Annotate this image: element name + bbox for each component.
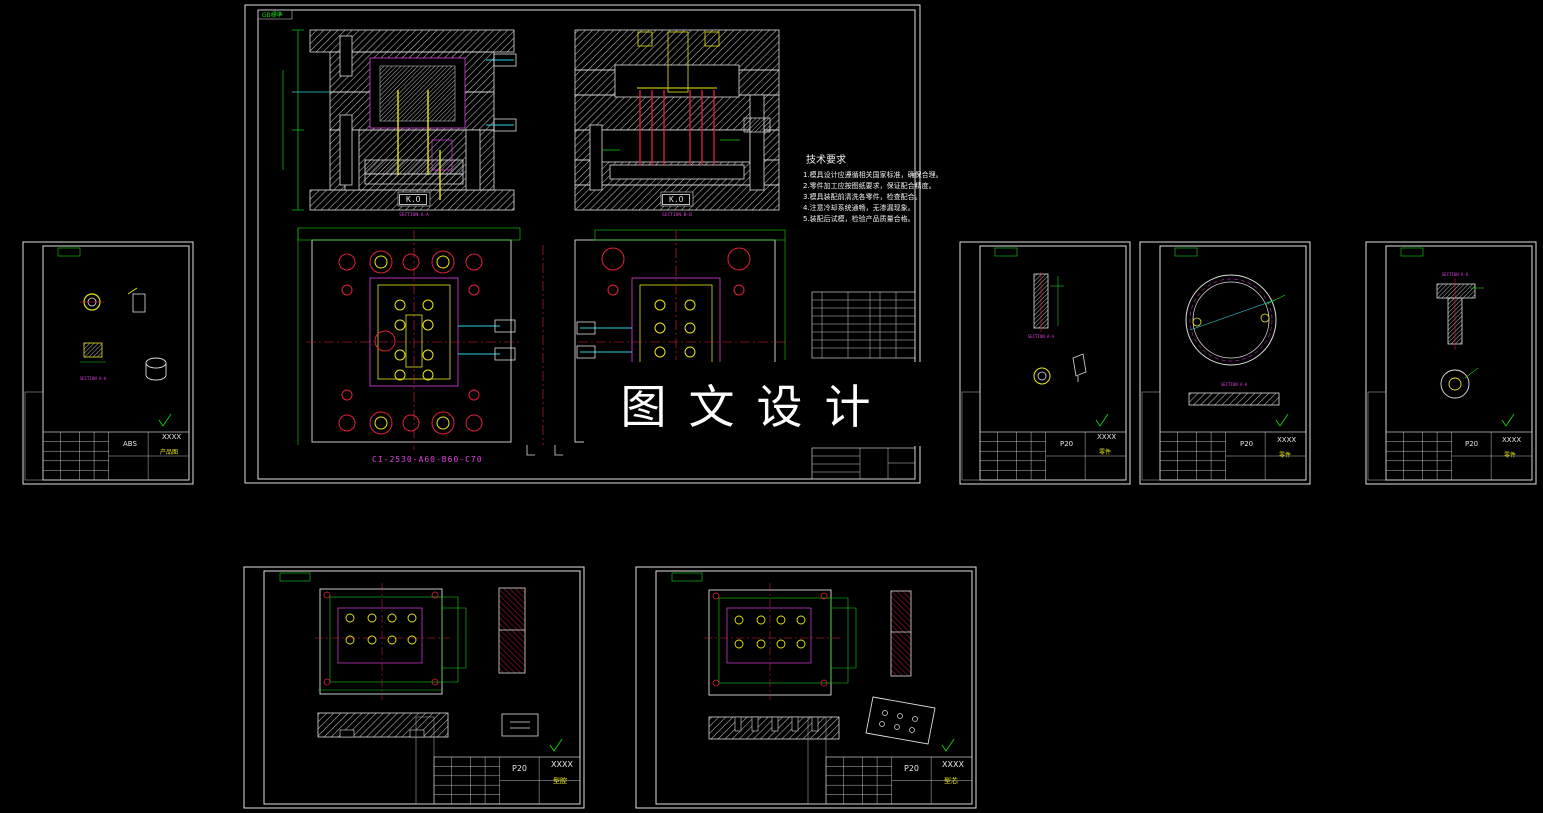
core-title-block — [825, 756, 973, 805]
cavity-title-block — [433, 756, 581, 805]
title-block-grids — [24, 391, 1533, 805]
tech-requirement-2: 2.零件加工应按图纸要求，保证配合精度。 — [803, 182, 936, 190]
product-name: 产品图 — [160, 449, 179, 456]
svg-text:SECTION A-A: SECTION A-A — [1028, 334, 1055, 339]
part-3-material: P20 — [1465, 440, 1479, 448]
part-2-code: XXXX — [1277, 436, 1297, 444]
part-sheet-3: SECTION A-A — [1365, 241, 1537, 485]
part-2-title-block-roughness-symbol — [1275, 413, 1289, 427]
ko-label-right: K.O — [662, 194, 691, 205]
fixed-half-plan-view — [297, 227, 521, 450]
part-3-title-block-roughness-symbol — [1501, 413, 1515, 427]
product-code: XXXX — [162, 433, 182, 441]
cavity-plate-sheet — [243, 566, 585, 809]
cavity-code: XXXX — [551, 760, 573, 769]
main-sheet-tag: GB標準 — [262, 12, 283, 19]
part-2-material: P20 — [1240, 440, 1254, 448]
ko-label-left: K.O — [399, 194, 428, 205]
svg-text:SECTION B-B: SECTION B-B — [662, 212, 692, 218]
section-a-a-view: SECTION A-A — [282, 29, 517, 218]
section-b-b-view: SECTION B-B — [574, 29, 780, 218]
cavity-title-block-roughness-symbol — [549, 738, 563, 752]
core-material: P20 — [904, 764, 920, 773]
tech-requirements-title: 技术要求 — [806, 155, 846, 166]
core-title-block-strip — [807, 716, 827, 805]
product-material: ABS — [123, 440, 137, 448]
part-1-title-block-strip — [961, 391, 981, 481]
product-title-block-strip — [24, 391, 44, 481]
tech-requirement-4: 4.注意冷却系统通畅，无渗漏现象。 — [803, 204, 915, 212]
part-1-code: XXXX — [1097, 433, 1117, 441]
part-sheet-2: SECTION A-A — [1139, 241, 1311, 485]
svg-text:SECTION A-A: SECTION A-A — [1221, 382, 1248, 387]
part-3-code: XXXX — [1502, 436, 1522, 444]
part-1-material: P20 — [1060, 440, 1074, 448]
svg-text:SECTION A-A: SECTION A-A — [80, 376, 107, 381]
watermark-text: 图文设计 — [584, 362, 929, 446]
main-title-block — [811, 447, 916, 480]
core-name: 型芯 — [944, 777, 958, 785]
svg-text:SECTION A-A: SECTION A-A — [399, 212, 429, 218]
svg-text:SECTION A-A: SECTION A-A — [1442, 272, 1469, 277]
cavity-name: 型腔 — [553, 777, 567, 785]
core-code: XXXX — [942, 760, 964, 769]
tech-requirement-1: 1.模具设计应遵循相关国家标准，确保合理。 — [803, 171, 943, 179]
core-title-block-roughness-symbol — [941, 738, 955, 752]
moldbase-spec-label: CI-2530-A60-B60-C70 — [372, 455, 483, 464]
part-1-title-block — [979, 431, 1127, 481]
tech-requirement-5: 5.装配后试模，检验产品质量合格。 — [803, 215, 915, 223]
product-drawing-sheet: SECTION A-A — [22, 241, 194, 485]
cavity-material: P20 — [512, 764, 528, 773]
core-plate-sheet — [635, 566, 977, 809]
tech-requirement-3: 3.模具装配前清洗各零件，检查配合。 — [803, 193, 922, 201]
main-parts-list — [811, 291, 916, 359]
part-3-name: 零件 — [1504, 452, 1517, 459]
part-2-name: 零件 — [1279, 452, 1292, 459]
part-1-title-block-roughness-symbol — [1095, 413, 1109, 427]
product-title-block-roughness-symbol — [158, 413, 172, 427]
part-2-title-block-strip — [1141, 391, 1161, 481]
part-1-name: 零件 — [1099, 449, 1112, 456]
main-assembly-sheet: SECTION A-A — [244, 4, 921, 484]
cavity-title-block-strip — [415, 716, 435, 805]
part-3-title-block-strip — [1367, 391, 1387, 481]
